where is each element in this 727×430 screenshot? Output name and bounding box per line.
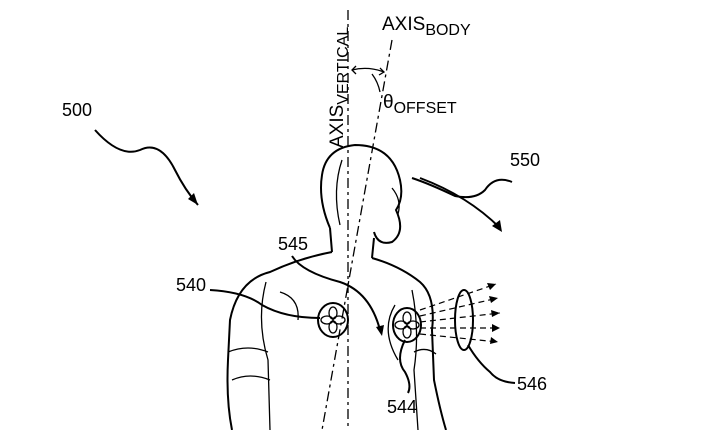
sensor-544 bbox=[392, 307, 422, 343]
leader-550 bbox=[411, 177, 513, 199]
offset-angle-arc bbox=[351, 67, 385, 73]
left-shoulder-arm bbox=[226, 251, 333, 430]
head-contour bbox=[335, 159, 343, 226]
left-arm-inner bbox=[260, 281, 271, 430]
sensor-540 bbox=[317, 302, 349, 338]
leader-500-arrow bbox=[188, 193, 198, 205]
neck bbox=[329, 227, 375, 259]
ref-550: 550 bbox=[510, 150, 540, 170]
ref-540: 540 bbox=[176, 275, 206, 295]
rotation-arrow-550 bbox=[492, 220, 502, 232]
head bbox=[320, 143, 403, 244]
axis-vertical-label: AXISVERTICAL bbox=[327, 27, 352, 148]
leader-545 bbox=[291, 255, 381, 331]
theta-offset-label: θOFFSET bbox=[383, 92, 457, 117]
leader-540 bbox=[209, 289, 321, 319]
ref-500: 500 bbox=[62, 100, 92, 120]
ref-546: 546 bbox=[517, 374, 547, 394]
leader-545-arrow bbox=[376, 325, 384, 336]
ref-545: 545 bbox=[278, 234, 308, 254]
body-axis-line bbox=[321, 39, 393, 430]
right-arm-inner bbox=[411, 289, 419, 430]
leader-546 bbox=[467, 344, 516, 384]
emitter-546 bbox=[454, 289, 474, 351]
emission-arrows bbox=[419, 283, 501, 344]
leader-500 bbox=[94, 129, 199, 206]
theta-leader bbox=[371, 73, 381, 93]
rotation-arc-550 bbox=[419, 177, 501, 229]
leader-544 bbox=[399, 339, 411, 394]
axis-body-label: AXISBODY bbox=[382, 14, 471, 39]
ref-544: 544 bbox=[387, 397, 417, 417]
ear-contour bbox=[391, 187, 400, 215]
right-shoulder-arm bbox=[371, 257, 447, 430]
left-arm-band bbox=[227, 347, 271, 381]
offset-angle-arrows bbox=[351, 65, 386, 76]
right-arm-band bbox=[413, 348, 437, 355]
